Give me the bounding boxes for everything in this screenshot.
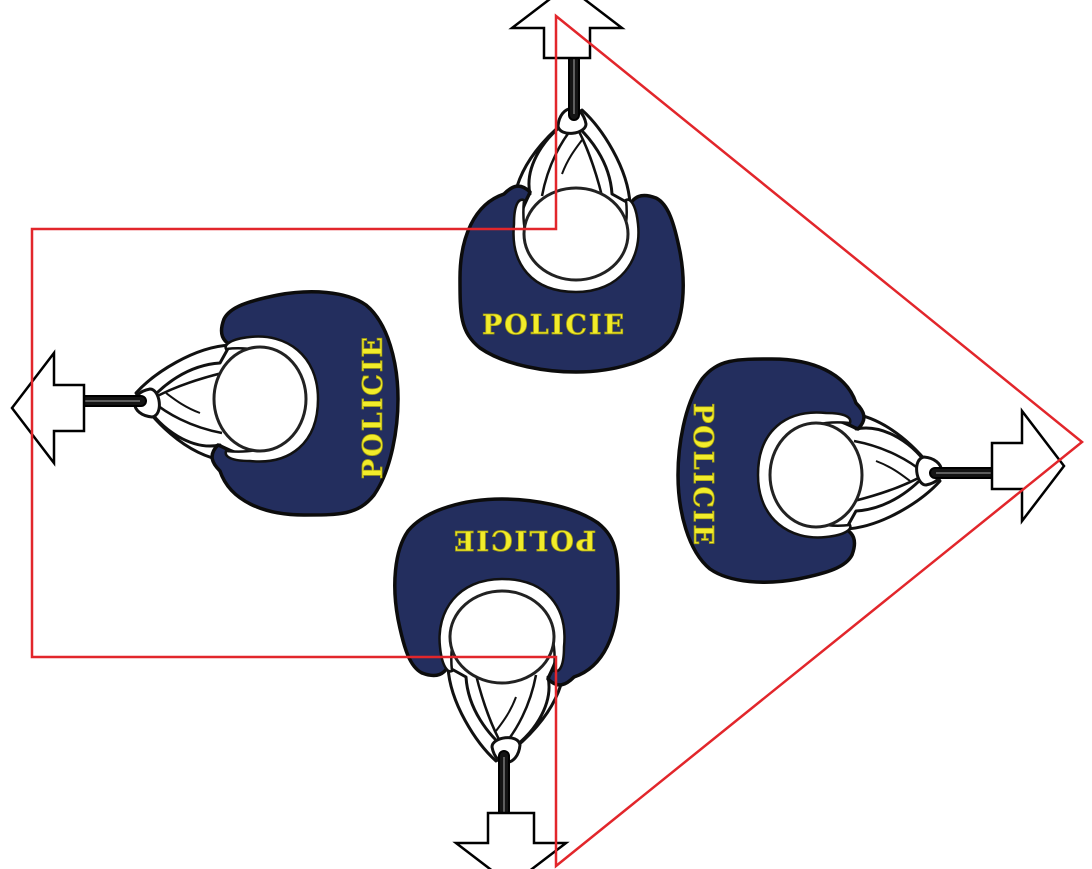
officer-right: POLICIE (678, 359, 1064, 582)
officer-bottom: POLICIE (395, 499, 618, 869)
officer-left: POLICIE (12, 292, 398, 515)
vest-label-top: POLICIE (482, 310, 626, 341)
vest-label-bottom: POLICIE (452, 524, 596, 555)
officer-top: POLICIE (460, 0, 683, 372)
vest-label-left: POLICIE (358, 335, 389, 479)
vest-label-right: POLICIE (687, 403, 718, 547)
